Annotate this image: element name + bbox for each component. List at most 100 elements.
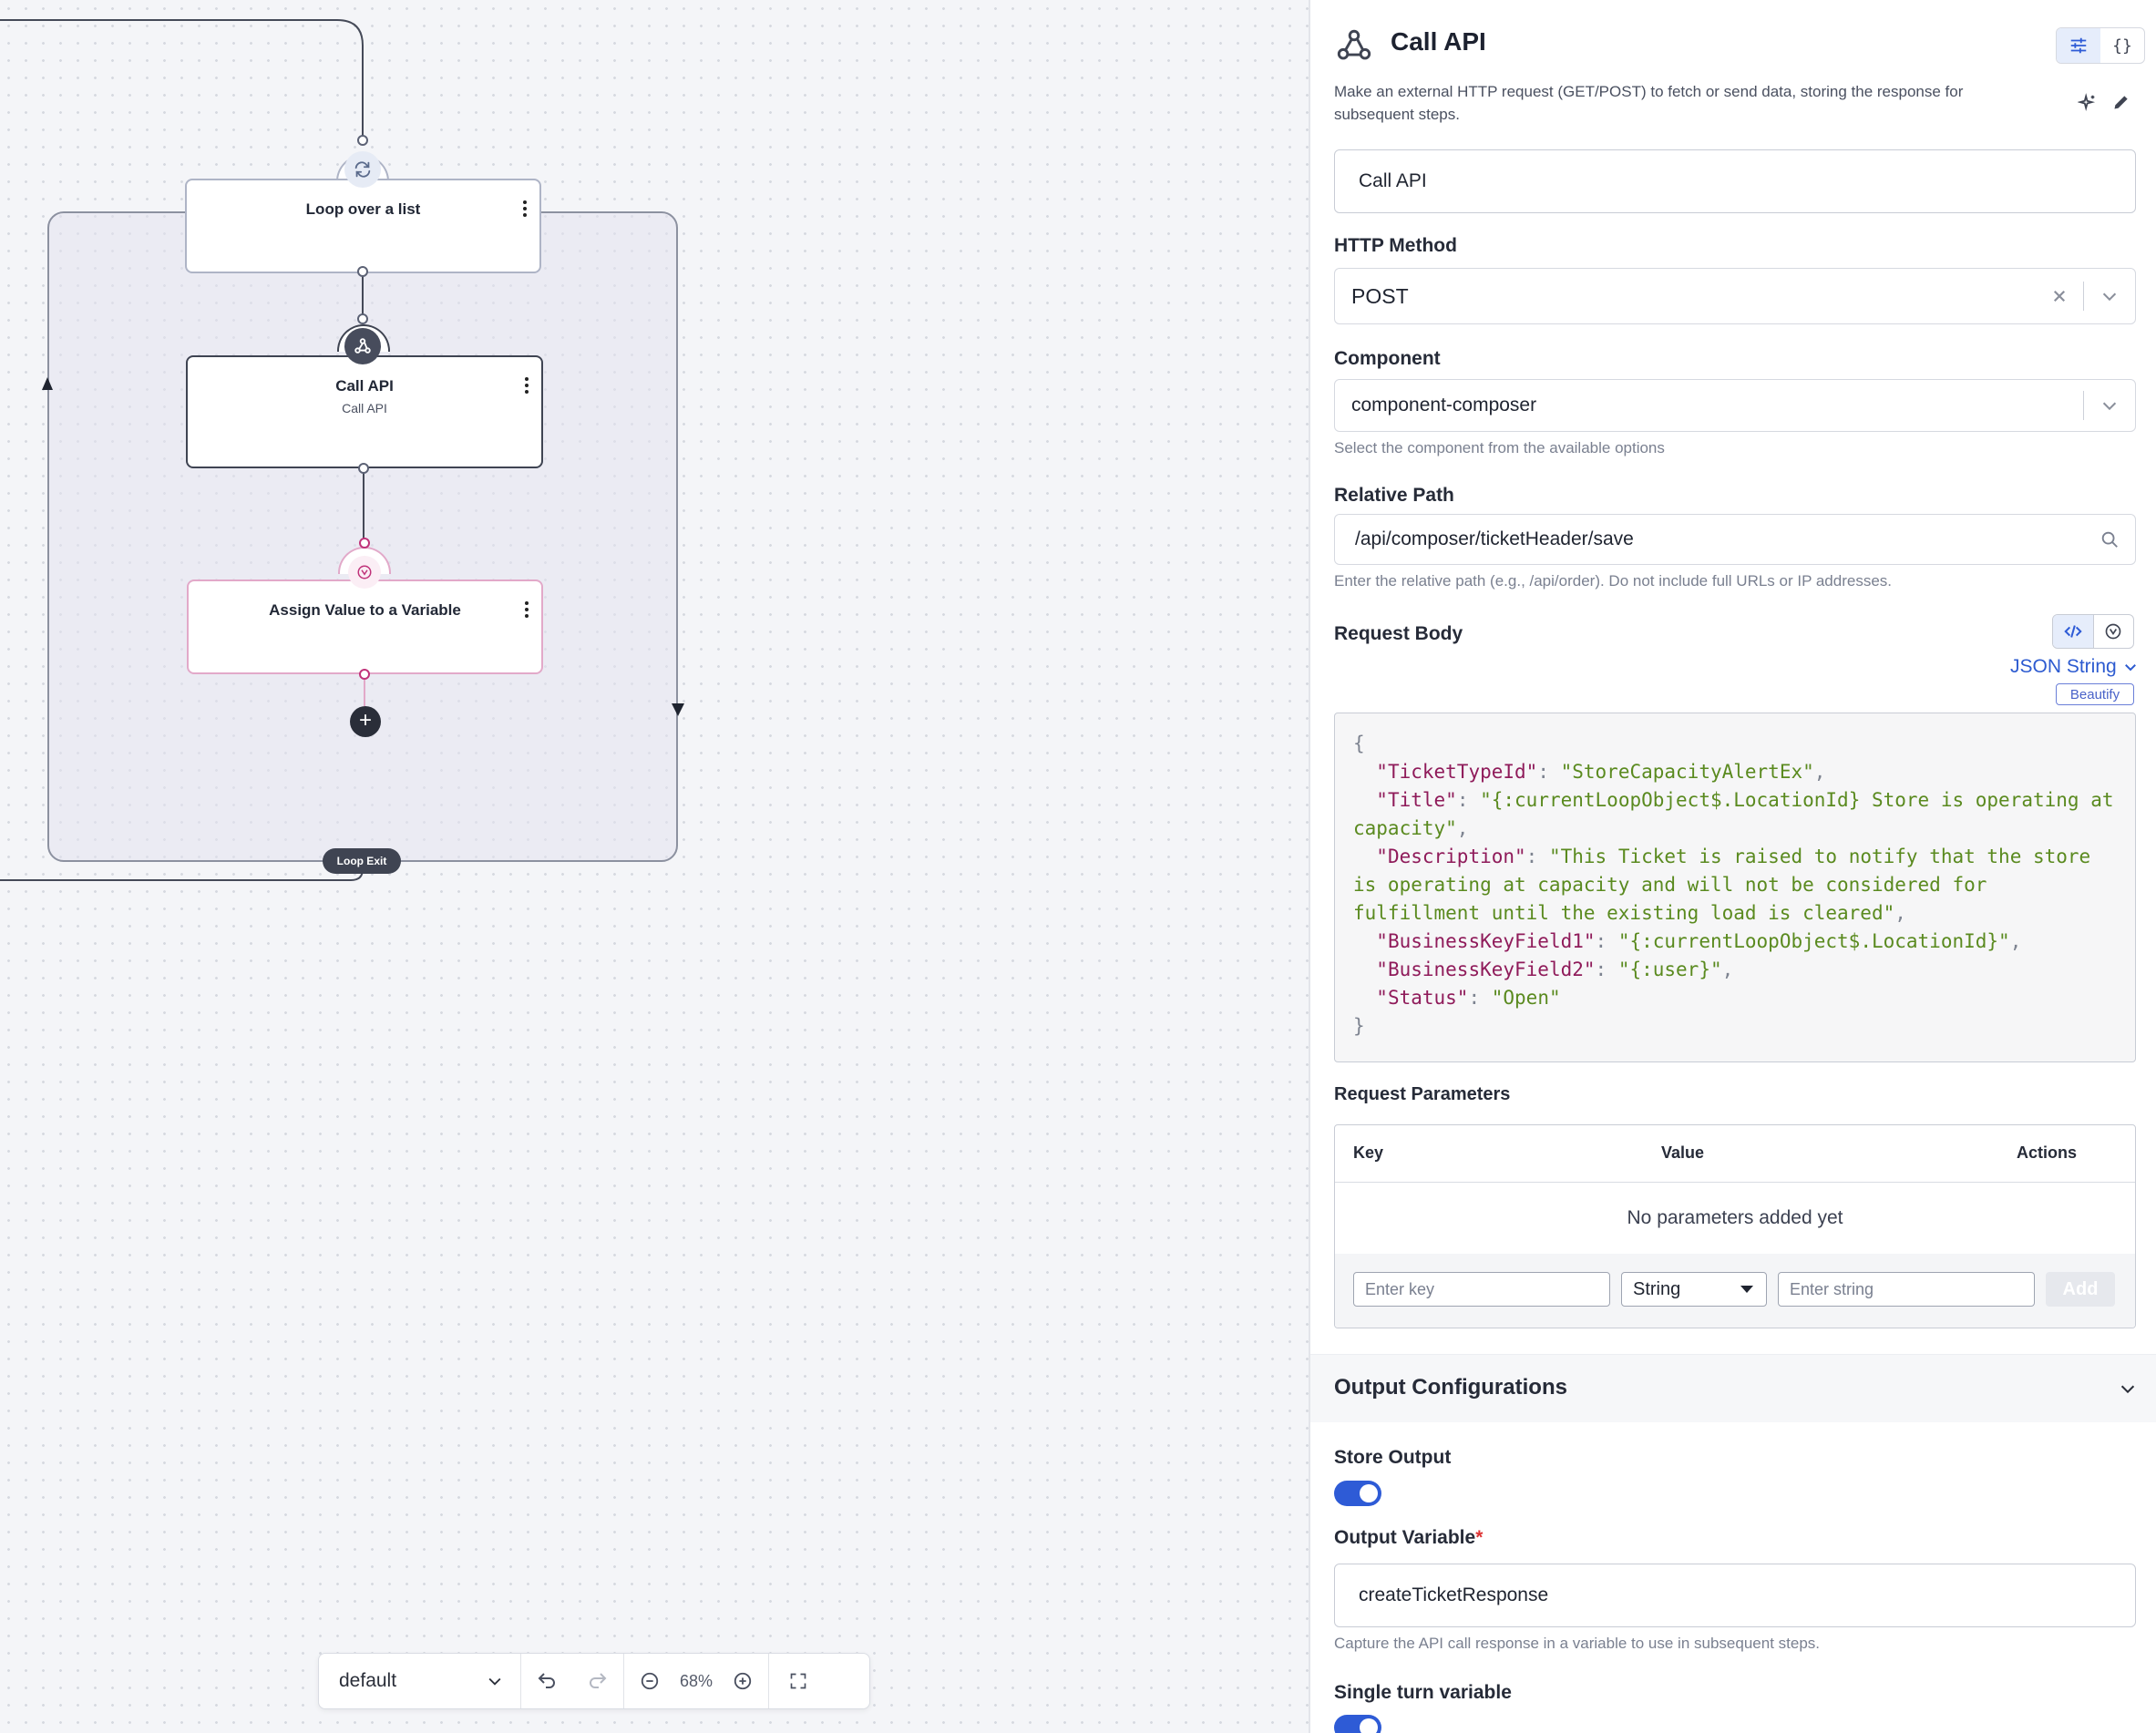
json-line: "BusinessKeyField2": "{:user}", xyxy=(1376,959,1734,980)
add-step-button[interactable]: + xyxy=(350,706,381,737)
json-value: "This Ticket is raised to notify that th… xyxy=(1353,846,2102,924)
json-format-value: JSON String xyxy=(2010,656,2117,677)
component-select[interactable]: component-composer xyxy=(1334,379,2136,432)
assign-node-menu-icon[interactable] xyxy=(521,600,532,620)
step-name-input[interactable]: Call API xyxy=(1334,149,2136,213)
json-key: "BusinessKeyField2" xyxy=(1376,959,1596,980)
component-value: component-composer xyxy=(1351,395,1537,415)
search-icon[interactable] xyxy=(2084,529,2135,549)
braces-icon: {} xyxy=(2112,36,2132,56)
assign-node[interactable]: Assign Value to a Variable xyxy=(187,579,543,674)
json-line: "Description": "This Ticket is raised to… xyxy=(1353,846,2102,924)
loop-icon xyxy=(344,151,381,188)
edit-button[interactable] xyxy=(2112,93,2130,116)
json-value: "Open" xyxy=(1491,987,1561,1009)
undo-icon xyxy=(538,1673,555,1688)
param-type-value: String xyxy=(1633,1279,1681,1299)
clear-icon[interactable] xyxy=(2036,288,2083,304)
fit-view-button[interactable] xyxy=(769,1654,827,1708)
step-name-value: Call API xyxy=(1359,170,1427,191)
request-body-editor[interactable]: { "TicketTypeId": "StoreCapacityAlertEx"… xyxy=(1334,713,2136,1062)
param-value-input[interactable]: Enter string xyxy=(1778,1272,2035,1307)
json-view-button[interactable]: {} xyxy=(2100,28,2144,63)
body-mode-toggle xyxy=(2052,614,2134,649)
chevron-down-icon[interactable] xyxy=(2084,286,2135,306)
sparkle-icon xyxy=(2077,93,2096,111)
http-method-value: POST xyxy=(1351,283,1409,308)
request-parameters-label: Request Parameters xyxy=(1334,1084,1511,1104)
redo-button[interactable] xyxy=(572,1654,623,1708)
version-select-value: default xyxy=(339,1670,397,1691)
ai-sparkle-button[interactable] xyxy=(2077,93,2098,118)
view-toggle: {} xyxy=(2056,27,2145,64)
column-key: Key xyxy=(1353,1143,1384,1162)
add-parameter-row: Enter key String Enter string Add xyxy=(1335,1254,2135,1328)
output-variable-value: createTicketResponse xyxy=(1359,1584,1549,1605)
call-api-input-port[interactable] xyxy=(357,313,368,324)
json-value: "{:user}" xyxy=(1617,959,1722,980)
assign-output-port[interactable] xyxy=(359,669,370,680)
zoom-level: 68% xyxy=(679,1671,714,1690)
relative-path-label: Relative Path xyxy=(1334,485,1454,506)
json-line: "TicketTypeId": "StoreCapacityAlertEx", xyxy=(1376,761,1826,783)
http-method-label: HTTP Method xyxy=(1334,235,1457,256)
loop-node-input-port[interactable] xyxy=(357,135,368,146)
component-help: Select the component from the available … xyxy=(1334,439,1665,456)
add-parameter-button[interactable]: Add xyxy=(2046,1272,2115,1307)
column-actions: Actions xyxy=(2017,1143,2078,1162)
output-variable-help: Capture the API call response in a varia… xyxy=(1334,1635,1820,1652)
fullscreen-icon xyxy=(790,1673,806,1689)
loop-node[interactable]: Loop over a list xyxy=(185,179,541,273)
loop-node-output-port[interactable] xyxy=(357,266,368,277)
webhook-node-icon xyxy=(344,328,381,364)
store-output-toggle[interactable] xyxy=(1334,1481,1381,1506)
call-api-output-port[interactable] xyxy=(358,463,369,474)
variable-icon xyxy=(2105,623,2121,640)
variable-mode-button[interactable] xyxy=(2094,615,2134,648)
call-api-node[interactable]: Call API Call API xyxy=(186,355,543,468)
beautify-button[interactable]: Beautify xyxy=(2056,683,2134,705)
json-line: "Title": "{:currentLoopObject$.LocationI… xyxy=(1353,789,2126,839)
form-view-button[interactable] xyxy=(2057,28,2100,63)
loop-exit-label: Loop Exit xyxy=(323,848,401,874)
http-method-select[interactable]: POST xyxy=(1334,268,2136,324)
json-format-select[interactable]: JSON String xyxy=(2010,656,2139,678)
pencil-icon xyxy=(2114,96,2128,109)
code-icon xyxy=(2064,625,2082,638)
store-output-label: Store Output xyxy=(1334,1447,1452,1468)
json-key: "Status" xyxy=(1376,987,1469,1009)
param-type-select[interactable]: String xyxy=(1621,1272,1767,1307)
param-key-input[interactable]: Enter key xyxy=(1353,1272,1610,1307)
zoom-in-icon xyxy=(734,1672,752,1690)
zoom-out-button[interactable] xyxy=(624,1654,675,1708)
loop-node-title: Loop over a list xyxy=(305,200,421,218)
relative-path-help: Enter the relative path (e.g., /api/orde… xyxy=(1334,572,1892,590)
output-variable-input[interactable]: createTicketResponse xyxy=(1334,1564,2136,1627)
output-variable-label: Output Variable* xyxy=(1334,1527,1483,1549)
zoom-out-icon xyxy=(641,1672,659,1690)
chevron-down-icon[interactable] xyxy=(2084,395,2135,415)
call-api-node-menu-icon[interactable] xyxy=(521,375,532,395)
version-select[interactable]: default xyxy=(319,1654,521,1708)
assign-input-port[interactable] xyxy=(359,538,370,549)
json-key: "Description" xyxy=(1376,846,1526,867)
request-parameters-table: Key Value Actions No parameters added ye… xyxy=(1334,1124,2136,1328)
code-mode-button[interactable] xyxy=(2053,615,2094,648)
relative-path-input[interactable]: /api/composer/ticketHeader/save xyxy=(1334,514,2136,565)
chevron-down-icon xyxy=(2124,664,2136,672)
json-close-brace: } xyxy=(1353,1015,1365,1037)
output-configurations-header[interactable]: Output Configurations xyxy=(1310,1354,2156,1422)
workflow-canvas[interactable]: Loop over a list Call API Call API Assig… xyxy=(0,0,1309,1733)
zoom-in-button[interactable] xyxy=(717,1654,768,1708)
required-mark: * xyxy=(1475,1527,1484,1548)
canvas-toolbar: default 68% xyxy=(318,1653,870,1709)
loop-node-menu-icon[interactable] xyxy=(519,199,530,219)
single-turn-label: Single turn variable xyxy=(1334,1682,1512,1703)
undo-button[interactable] xyxy=(521,1654,572,1708)
chevron-down-icon xyxy=(488,1677,501,1686)
json-value: "{:currentLoopObject$.LocationId}" xyxy=(1617,930,2010,952)
redo-icon xyxy=(590,1673,607,1688)
table-header: Key Value Actions xyxy=(1335,1125,2135,1183)
output-configurations-title: Output Configurations xyxy=(1334,1375,1567,1400)
single-turn-toggle[interactable] xyxy=(1334,1715,1381,1733)
